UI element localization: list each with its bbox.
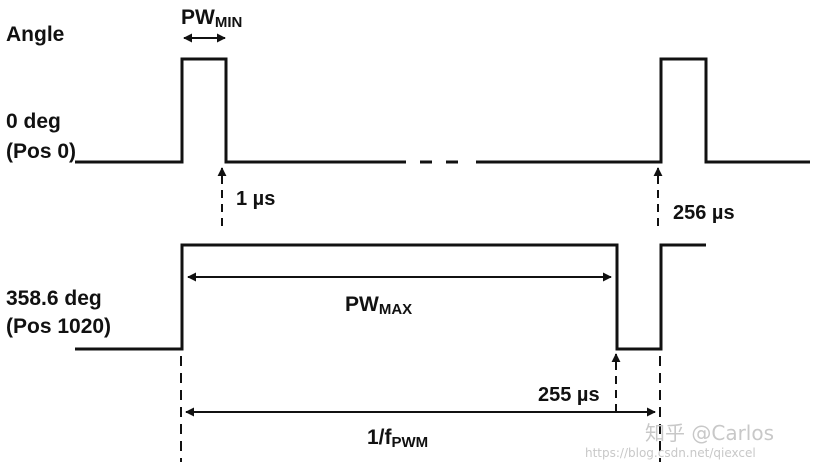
- freq-main: 1/f: [367, 426, 393, 449]
- two55-us-label: 255 µs: [538, 384, 600, 406]
- waveform-pos1020: [75, 243, 706, 351]
- angle-label: Angle: [6, 23, 64, 46]
- pw-max-label: PWMAX: [345, 293, 412, 318]
- one-us-label: 1 µs: [236, 188, 275, 210]
- pw-max-sub: MAX: [379, 301, 412, 318]
- waveform-pos0: [75, 57, 810, 164]
- watermark-main: 知乎 @Carlos: [645, 421, 774, 445]
- freq-sub: PWM: [392, 434, 429, 451]
- pw-min-sub: MIN: [215, 14, 243, 31]
- freq-label: 1/fPWM: [367, 426, 428, 451]
- row1-label-line1: 0 deg: [6, 110, 61, 133]
- pw-min-main: PW: [181, 6, 215, 29]
- row2-label-line1: 358.6 deg: [6, 287, 102, 310]
- row2-label-line2: (Pos 1020): [6, 315, 111, 338]
- pw-min-label: PWMIN: [181, 6, 242, 31]
- two56-us-label: 256 µs: [673, 202, 735, 224]
- pw-max-main: PW: [345, 293, 379, 316]
- row1-label-line2: (Pos 0): [6, 140, 76, 163]
- watermark-sub: https://blog.csdn.net/qiexcel: [585, 446, 756, 460]
